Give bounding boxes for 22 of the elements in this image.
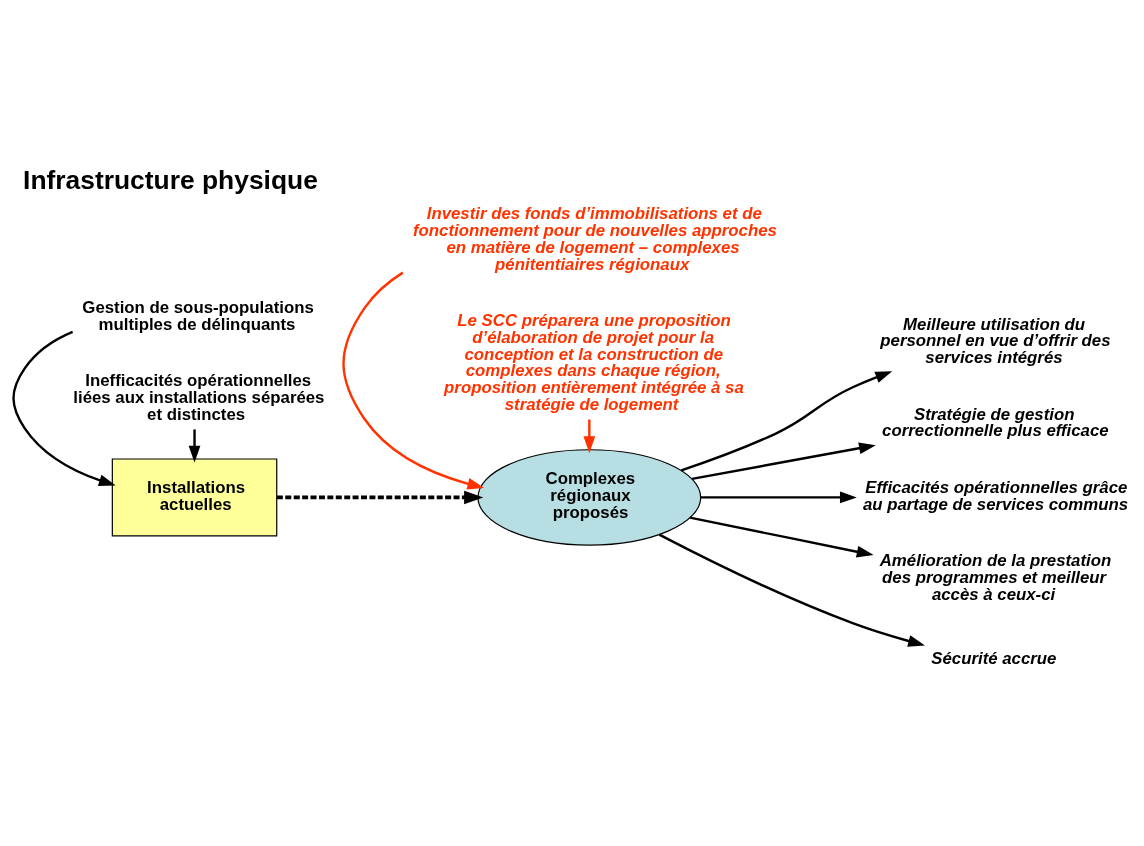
arrow <box>691 442 876 480</box>
node-text: Le SCC préparera une proposition d’élaboration de projet pour la conception et la construction de complexes dans chaque région, proposition entièrement intégrée à sa stratégie de logement <box>444 311 744 415</box>
node-ellipse: Complexes régionaux proposés <box>477 449 702 546</box>
node-text: Investir des fonds d’immobilisations et de fonctionnement pour de nouvelles approches en matière de logement – complexes pénitentiaires régionaux <box>412 204 777 274</box>
node-text: Efficacités opérationnelles grâce au partage de services communs <box>862 477 1129 514</box>
arrow <box>342 271 485 490</box>
node-text: Amélioration de la prestation des programmes et meilleur accès à ceux-ci <box>879 551 1112 604</box>
node-text: Stratégie de gestion correctionnelle plus efficace <box>882 404 1109 441</box>
node-text: Meilleure utilisation du personnel en vue d’offrir des services intégrés <box>880 314 1111 368</box>
node-text: Sécurité accrue <box>931 648 1057 668</box>
arrow <box>277 490 484 505</box>
arrow <box>12 330 116 486</box>
arrow <box>689 516 874 558</box>
node-text: Gestion de sous-populations multiples de délinquants <box>82 297 314 334</box>
arrow <box>700 491 857 504</box>
node-box: Installations actuelles <box>111 458 278 537</box>
arrow <box>658 533 925 647</box>
node-text: Inefficacités opérationnelles liées aux installations séparées et distinctes <box>73 371 325 424</box>
arrow <box>188 429 201 463</box>
diagram-title: Infrastructure physique <box>23 164 318 195</box>
arrow <box>583 419 596 454</box>
arrow <box>680 371 893 472</box>
